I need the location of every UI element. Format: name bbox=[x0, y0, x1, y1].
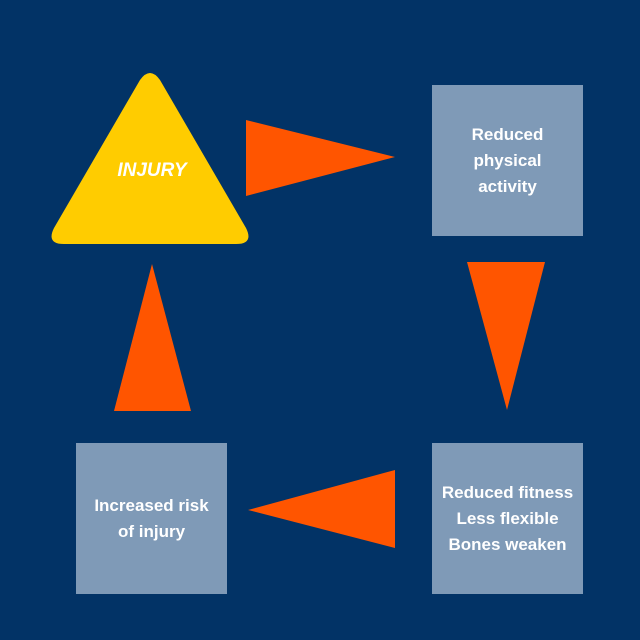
arrow-left bbox=[248, 470, 395, 548]
arrow-down bbox=[467, 262, 545, 410]
box-line: physical bbox=[473, 150, 542, 170]
box-line: Reduced fitness bbox=[441, 482, 574, 502]
box-line: Bones weaken bbox=[448, 534, 567, 554]
injury-label: INJURY bbox=[117, 160, 187, 181]
reduced-activity-box: Reduced physical activity bbox=[432, 85, 583, 236]
box-line: Less flexible bbox=[456, 508, 559, 528]
box-line: Reduced bbox=[471, 124, 544, 144]
increased-risk-box: Increased risk of injury bbox=[76, 443, 227, 594]
injury-triangle bbox=[51, 73, 249, 244]
box-line: of injury bbox=[117, 521, 186, 541]
arrow-right bbox=[246, 120, 395, 196]
box-line: activity bbox=[478, 176, 537, 196]
box-line: Increased risk bbox=[94, 495, 209, 515]
reduced-fitness-box: Reduced fitness Less flexible Bones weak… bbox=[432, 443, 583, 594]
arrow-up bbox=[114, 264, 191, 411]
